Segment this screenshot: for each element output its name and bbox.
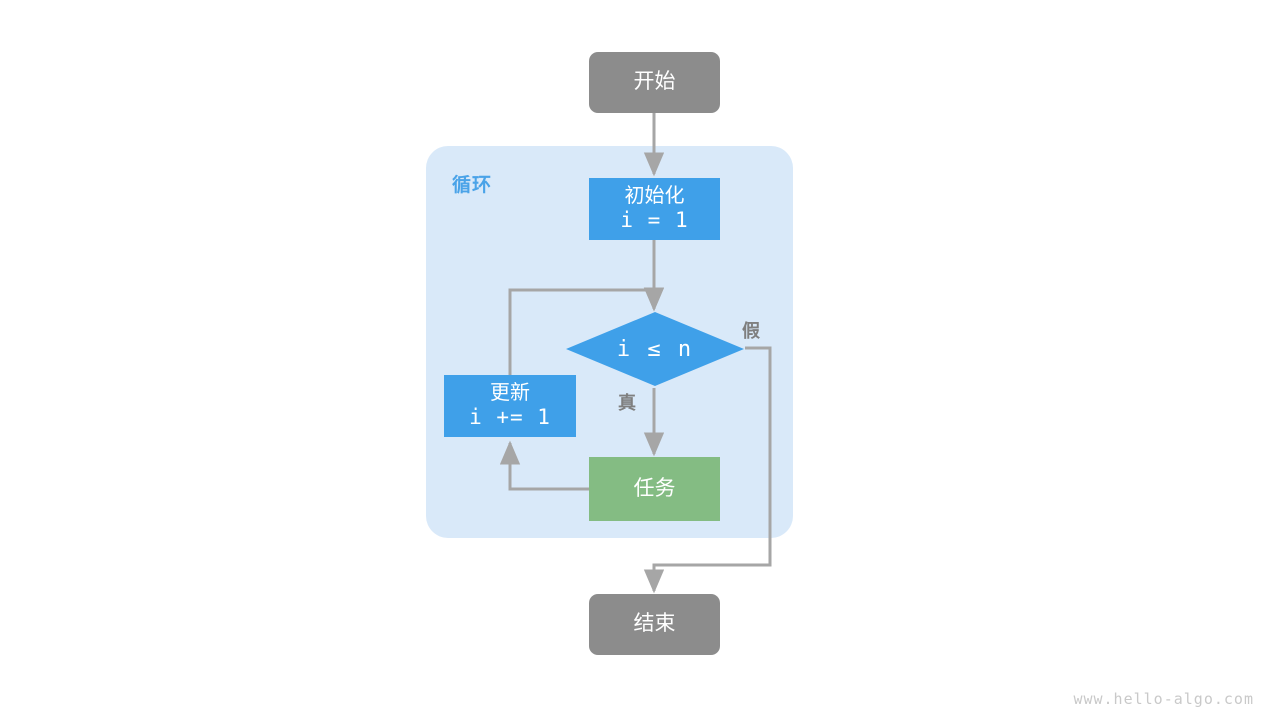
edge-task-to-update — [499, 440, 589, 491]
node-start[interactable]: 开始 — [589, 52, 720, 113]
node-init[interactable]: 初始化 i = 1 — [589, 178, 720, 240]
node-start-label: 开始 — [633, 70, 676, 94]
branch-label-true: 真 — [618, 393, 636, 413]
watermark: www.hello-algo.com — [1073, 690, 1254, 708]
node-end[interactable]: 结束 — [589, 594, 720, 655]
edge-condition-false-to-end — [643, 346, 772, 594]
diamond-shape — [566, 312, 744, 386]
node-end-label: 结束 — [633, 612, 676, 636]
node-update[interactable]: 更新 i += 1 — [444, 375, 576, 437]
node-init-label: 初始化 — [624, 184, 685, 207]
node-condition-label: i ≤ n — [616, 336, 694, 362]
branch-label-false: 假 — [742, 321, 760, 341]
node-update-label: 更新 — [490, 381, 530, 404]
loop-container-label: 循环 — [452, 175, 493, 196]
edge-update-to-condition — [508, 287, 665, 375]
node-condition[interactable]: i ≤ n — [565, 311, 745, 387]
node-task[interactable]: 任务 — [589, 457, 720, 521]
node-init-code: i = 1 — [620, 208, 689, 233]
node-update-code: i += 1 — [469, 405, 551, 430]
node-task-label: 任务 — [633, 476, 676, 500]
